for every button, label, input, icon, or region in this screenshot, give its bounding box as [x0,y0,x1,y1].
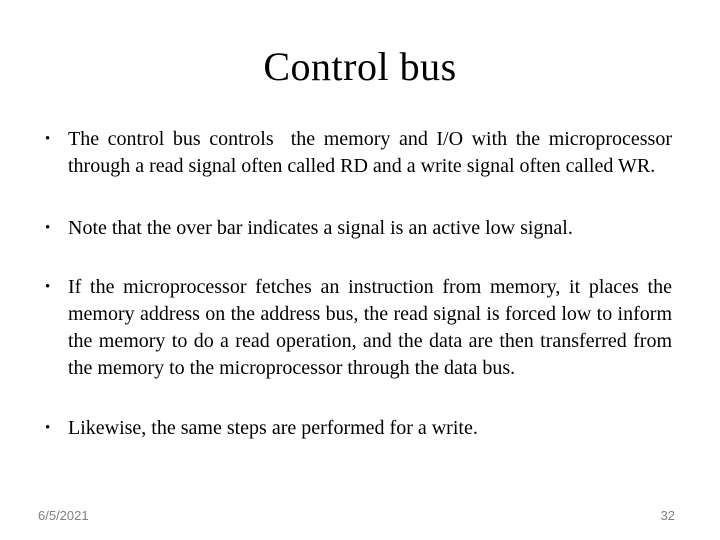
footer-page-number: 32 [660,508,675,523]
bullet-icon: • [45,131,51,147]
bullet-text: Likewise, the same steps are performed f… [68,417,478,439]
bullet-text: The control bus controls the memory and … [68,128,672,177]
bullet-list: • The control bus controls the memory an… [0,90,720,442]
bullet-icon: • [45,420,51,436]
slide-title: Control bus [263,44,457,89]
bullet-item: • The control bus controls the memory an… [45,126,672,180]
bullet-text: Note that the over bar indicates a signa… [68,217,573,239]
bullet-text: If the microprocessor fetches an instruc… [68,276,672,379]
bullet-item: • Likewise, the same steps are performed… [45,415,672,442]
bullet-icon: • [45,279,51,295]
footer-date: 6/5/2021 [38,508,89,523]
bullet-item: • If the microprocessor fetches an instr… [45,274,672,382]
bullet-item: • Note that the over bar indicates a sig… [45,215,672,242]
bullet-icon: • [45,220,51,236]
